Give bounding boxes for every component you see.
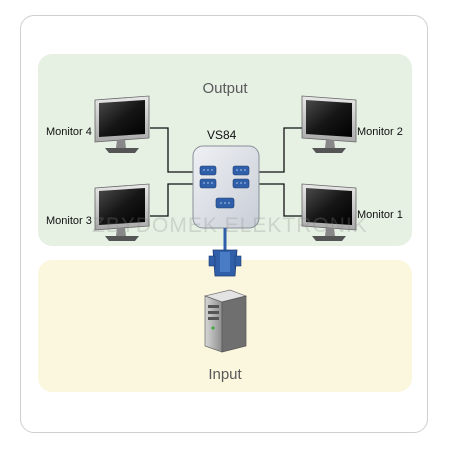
watermark: ZBYDOMEK ELEKTRONIK (92, 214, 368, 237)
monitor-3-label: Monitor 3 (46, 215, 92, 227)
monitor-3-icon (94, 183, 150, 241)
connection-lines (150, 127, 302, 217)
line-monitor-3 (150, 183, 200, 217)
output-title: Output (202, 80, 248, 97)
vga-cable-icon (208, 228, 242, 277)
vs84-switch-icon (192, 145, 260, 229)
switch-label: VS84 (207, 128, 237, 142)
monitor-2-icon (301, 95, 357, 153)
monitor-4-icon (94, 95, 150, 153)
monitor-1-icon (301, 183, 357, 241)
line-monitor-2 (253, 127, 302, 173)
input-title: Input (208, 366, 242, 383)
monitor-4-label: Monitor 4 (46, 126, 92, 138)
line-monitor-4 (150, 127, 200, 173)
monitor-2-label: Monitor 2 (357, 126, 403, 138)
monitor-1-label: Monitor 1 (357, 209, 403, 221)
server-tower-icon (203, 289, 248, 353)
line-monitor-1 (253, 183, 302, 217)
